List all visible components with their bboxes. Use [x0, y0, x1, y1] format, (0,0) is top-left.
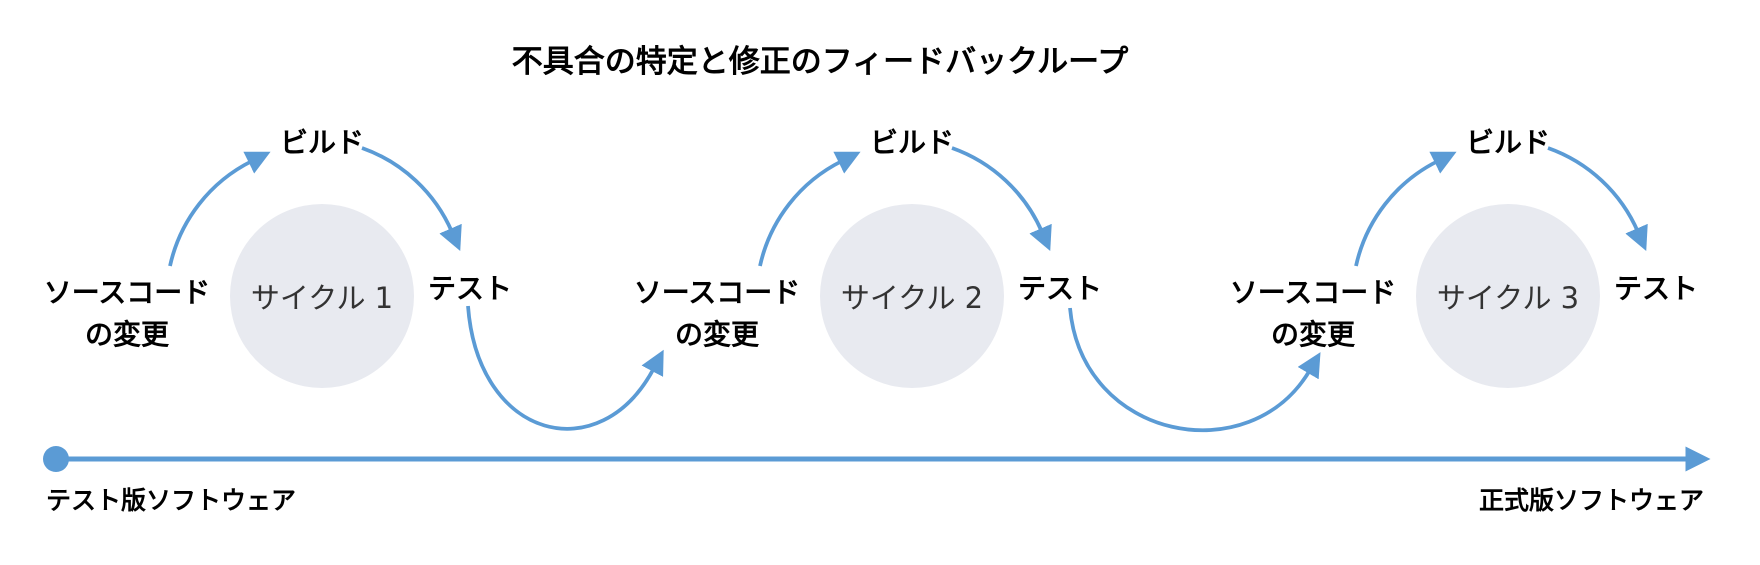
diagram-title: 不具合の特定と修正のフィードバックループ	[512, 44, 1130, 80]
cycle-2-circle	[820, 204, 1004, 388]
cycle-2-build-label: ビルド	[870, 126, 954, 159]
cycle-1-arrow-source-to-build	[168, 151, 271, 267]
cycle-1-name: サイクル 1	[251, 281, 393, 315]
cycle-3-test-label: テスト	[1614, 272, 1698, 305]
cycle-3-arrow-build-to-test	[1547, 146, 1648, 252]
cycle-2-group: サイクル 2 ソースコード の変更 ビルド テスト	[634, 126, 1102, 388]
cycle-1-test-label: テスト	[428, 272, 512, 305]
cycle-3-arrow-source-to-build	[1354, 151, 1457, 267]
cycle-2-source-label-line2: の変更	[675, 318, 760, 351]
cycle-1-source-label-line2: の変更	[85, 318, 170, 351]
cycle-1-build-label: ビルド	[280, 126, 364, 159]
cycle-3-circle	[1416, 204, 1600, 388]
connector-arrow-cycle2-to-cycle3	[1068, 307, 1321, 432]
cycle-2-test-label: テスト	[1018, 272, 1102, 305]
timeline-start-label: テスト版ソフトウェア	[46, 486, 296, 515]
cycle-2-arrow-source-to-build	[758, 151, 861, 267]
cycle-1-circle	[230, 204, 414, 388]
cycle-3-build-label: ビルド	[1466, 126, 1550, 159]
cycle-3-group: サイクル 3 ソースコード の変更 ビルド テスト	[1230, 126, 1698, 388]
cycle-3-source-label-line1: ソースコード	[1230, 276, 1397, 309]
cycle-1-arrow-build-to-test	[361, 146, 462, 252]
cycle-2-name: サイクル 2	[841, 281, 983, 315]
timeline-start-dot	[43, 446, 69, 472]
connector-arrow-cycle1-to-cycle2	[466, 305, 664, 431]
cycle-2-source-label-line1: ソースコード	[634, 276, 801, 309]
cycle-2-arrow-build-to-test	[951, 146, 1052, 252]
timeline-group: テスト版ソフトウェア 正式版ソフトウェア	[43, 446, 1711, 515]
cycle-3-source-label-line2: の変更	[1271, 318, 1356, 351]
cycle-1-group: サイクル 1 ソースコード の変更 ビルド テスト	[44, 126, 512, 388]
cycle-1-source-label-line1: ソースコード	[44, 276, 211, 309]
cycle-3-name: サイクル 3	[1437, 281, 1579, 315]
timeline-end-label: 正式版ソフトウェア	[1479, 486, 1704, 515]
